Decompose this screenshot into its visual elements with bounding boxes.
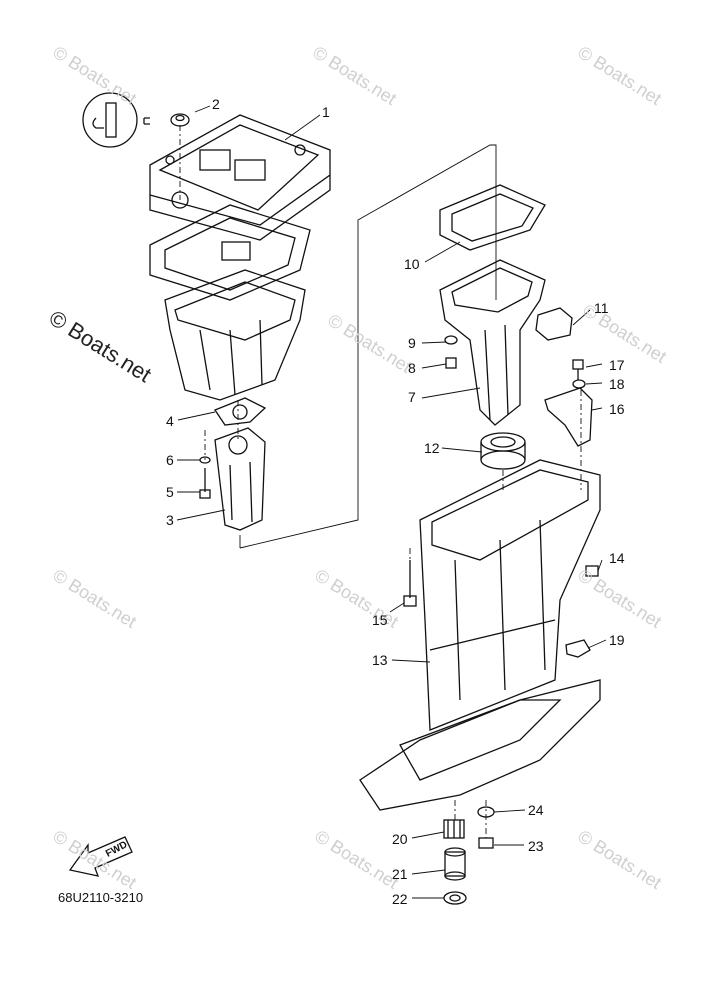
sleeve-21: [444, 847, 466, 881]
callout-14: 14: [609, 550, 625, 566]
callout-5: 5: [166, 484, 174, 500]
washer-9: [444, 335, 458, 345]
callout-9: 9: [408, 335, 416, 351]
callout-22: 22: [392, 891, 408, 907]
callout-12: 12: [424, 440, 440, 456]
callout-17: 17: [609, 357, 625, 373]
cap-20: [443, 819, 465, 839]
callout-4: 4: [166, 413, 174, 429]
bolt-5: [199, 468, 211, 499]
callout-6: 6: [166, 452, 174, 468]
exhaust-pipe-3: [214, 427, 266, 531]
leader-lines: [176, 105, 607, 899]
bolt-17: [572, 359, 584, 380]
engine-mount-upper-casing: [149, 114, 331, 241]
assembly-lines-left: [179, 125, 239, 460]
damper-11: [535, 307, 573, 341]
bolt-15: [403, 560, 417, 607]
bolt-23: [478, 837, 494, 849]
callout-24: 24: [528, 802, 544, 818]
callout-21: 21: [392, 866, 408, 882]
exhaust-guide-housing: [164, 269, 306, 401]
gasket-10: [439, 184, 546, 251]
group-bracket: [239, 144, 497, 549]
callout-16: 16: [609, 401, 625, 417]
callout-23: 23: [528, 838, 544, 854]
callout-20: 20: [392, 831, 408, 847]
fitting-19: [565, 639, 591, 658]
fwd-arrow-icon: [68, 836, 133, 877]
gasket-4: [214, 397, 267, 426]
bolt-8: [445, 357, 457, 369]
detail-inset-circle: [82, 92, 150, 148]
callout-2: 2: [212, 96, 220, 112]
anti-cavitation-plate: [359, 679, 601, 811]
diagram-code: 68U2110-3210: [58, 890, 144, 905]
callout-18: 18: [609, 376, 625, 392]
callout-19: 19: [609, 632, 625, 648]
assembly-lines-right: [409, 390, 582, 838]
washer-22: [443, 891, 467, 905]
plate-16: [544, 387, 593, 447]
callout-13: 13: [372, 652, 388, 668]
upper-casing-13: [419, 459, 601, 731]
callout-1: 1: [322, 104, 330, 120]
callout-7: 7: [408, 389, 416, 405]
callout-8: 8: [408, 360, 416, 376]
callout-10: 10: [404, 256, 420, 272]
grommet-2: [170, 113, 190, 127]
washer-18: [572, 379, 586, 389]
collar-12: [480, 432, 526, 470]
exhaust-guide-7: [439, 259, 546, 426]
callout-11: 11: [594, 300, 609, 316]
callout-15: 15: [372, 612, 388, 628]
gasket-upper: [149, 204, 311, 301]
callout-3: 3: [166, 512, 174, 528]
